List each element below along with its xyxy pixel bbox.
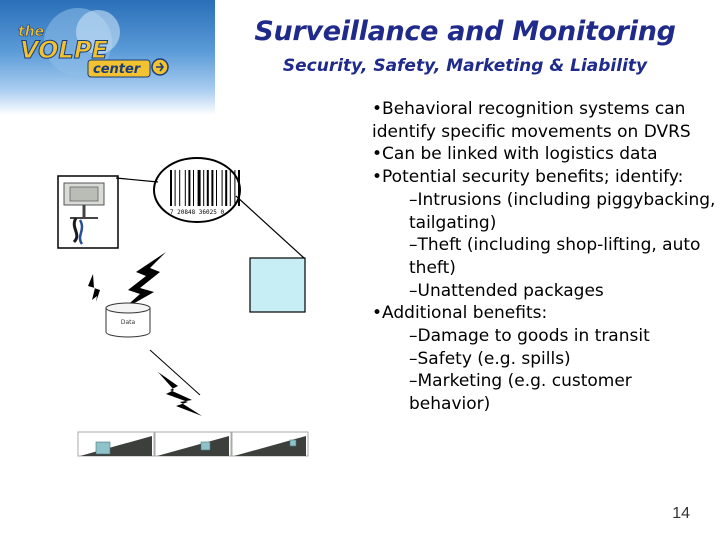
database-cylinder-icon: Data — [105, 302, 151, 338]
wireless-signal-small-icon — [88, 274, 100, 302]
barcode-icon: 7 20848 36025 0 — [153, 157, 241, 223]
database-link-line — [149, 349, 201, 396]
surveillance-diagram: 7 20848 36025 0 Data — [0, 150, 360, 470]
bullet-item: •Behavioral recognition systems can iden… — [372, 99, 691, 142]
bullet-item: •Additional benefits: — [372, 303, 548, 324]
wireless-signal-icon — [122, 252, 166, 310]
sub-bullet-item: –Intrusions (including piggybacking, tai… — [409, 189, 716, 233]
barcode-monitor-connector — [235, 195, 305, 259]
database-label: Data — [121, 319, 136, 326]
moving-object-icon-3 — [289, 439, 297, 447]
logo-the: the — [18, 24, 44, 40]
slide-title: Surveillance and Monitoring — [254, 16, 676, 47]
bullet-item: •Can be linked with logistics data — [372, 144, 658, 165]
wireless-signal-lower-icon — [158, 372, 202, 416]
sub-bullet-item: –Unattended packages — [409, 280, 604, 301]
moving-object-icon-2 — [200, 441, 211, 451]
camera-barcode-connector — [115, 177, 159, 183]
slide-subtitle: Security, Safety, Marketing & Liability — [282, 56, 648, 76]
bullet-item: •Potential security benefits; identify: — [372, 167, 684, 188]
sub-bullet-item: –Damage to goods in transit — [409, 326, 650, 347]
volpe-logo: the VOLPE center — [18, 8, 169, 78]
monitor-display-icon — [249, 257, 306, 313]
logo-center: center — [93, 62, 142, 77]
moving-object-icon-1 — [95, 441, 111, 455]
barcode-number: 7 20848 36025 0 — [170, 209, 225, 216]
sub-bullet-item: –Marketing (e.g. customer behavior) — [409, 371, 632, 415]
security-camera-icon — [57, 175, 119, 249]
sub-bullet-item: –Theft (including shop-lifting, auto the… — [409, 235, 701, 278]
bullet-list: •Behavioral recognition systems can iden… — [372, 98, 717, 416]
scene-frame-sequence — [77, 431, 309, 457]
page-number: 14 — [672, 505, 690, 522]
sub-bullet-item: –Safety (e.g. spills) — [409, 348, 571, 369]
logo-banner: the VOLPE center — [0, 0, 215, 115]
